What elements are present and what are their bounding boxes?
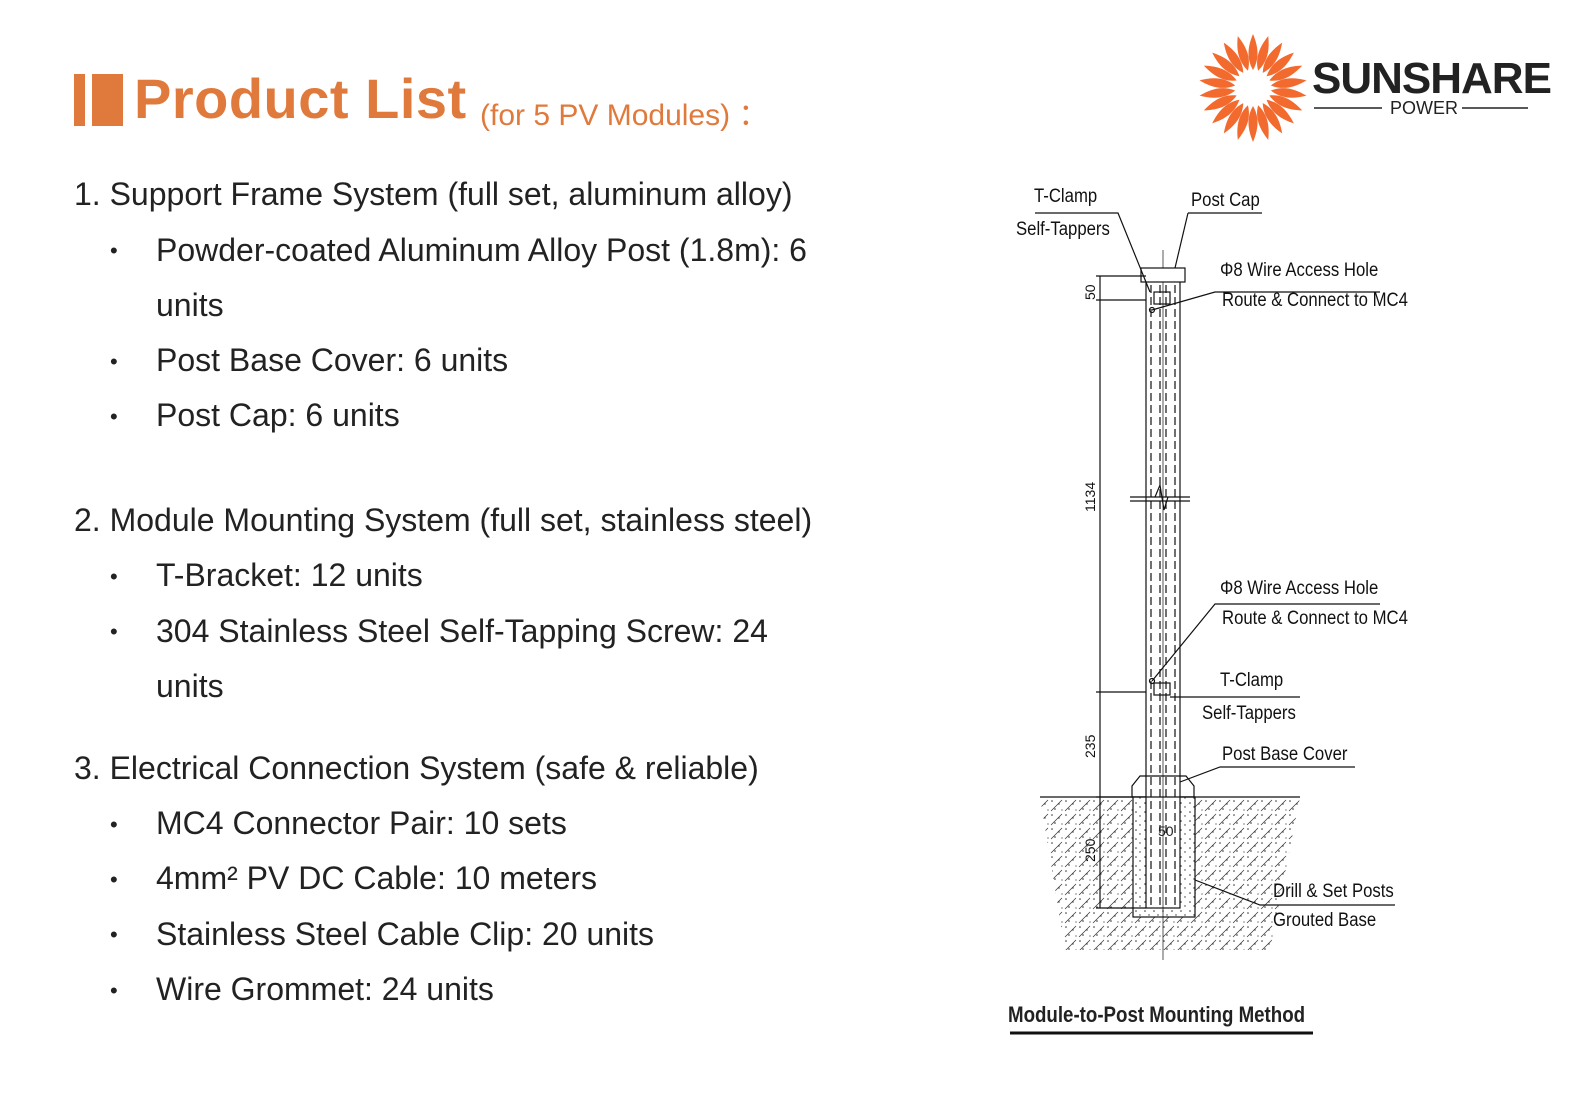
logo-brand: SUNSHARE (1312, 54, 1552, 103)
bullet: • (110, 349, 118, 374)
bullet: • (110, 978, 118, 1003)
sun-petal (1212, 99, 1240, 124)
dimension-235: 235 (1082, 734, 1098, 758)
list-item-continued: units (156, 287, 224, 323)
label-wire-hole-top: Φ8 Wire Access Hole (1220, 260, 1379, 281)
bullet: • (110, 922, 118, 947)
label-route-bottom: Route & Connect to MC4 (1222, 608, 1408, 629)
list-item-continued: units (156, 668, 224, 704)
sun-petal (1223, 42, 1244, 73)
sun-petal (1269, 95, 1303, 111)
list-item: MC4 Connector Pair: 10 sets (156, 805, 567, 841)
list-item: Post Base Cover: 6 units (156, 342, 509, 378)
bullet: • (110, 564, 118, 589)
sun-petal (1257, 36, 1269, 71)
sun-petal (1270, 88, 1307, 98)
bullet: • (110, 619, 118, 644)
page-subtitle: (for 5 PV Modules) ： (480, 99, 769, 132)
label-grouted-base: Grouted Base (1273, 910, 1377, 931)
diagram-caption: Module-to-Post Mounting Method (1008, 1002, 1306, 1027)
label-post-cap: Post Cap (1191, 190, 1260, 211)
sun-petal (1266, 99, 1294, 124)
title-accent-bar (74, 74, 85, 126)
label-t-clamp-top: T-Clamp (1034, 186, 1098, 207)
dimension-250: 250 (1082, 838, 1098, 862)
sun-petal (1223, 103, 1244, 134)
list-item: 4mm² PV DC Cable: 10 meters (156, 860, 598, 896)
sun-petal (1248, 106, 1258, 142)
title-accent-bar (92, 74, 123, 126)
sun-petal (1199, 88, 1236, 98)
sun-petal (1262, 42, 1283, 73)
bullet: • (110, 404, 118, 429)
bullet: • (110, 867, 118, 892)
sun-petal (1237, 36, 1249, 71)
list-item: 304 Stainless Steel Self-Tapping Screw: … (156, 613, 768, 649)
list-item: Powder-coated Aluminum Alloy Post (1.8m)… (156, 232, 807, 268)
dimension-base-50: 50 (1158, 823, 1174, 839)
list-item: Stainless Steel Cable Clip: 20 units (156, 916, 655, 952)
label-wire-hole-bottom: Φ8 Wire Access Hole (1220, 578, 1379, 599)
sun-petal (1269, 65, 1303, 81)
sun-petal (1237, 105, 1249, 140)
sun-petal (1262, 103, 1283, 134)
bullet: • (110, 238, 118, 263)
label-self-tappers-top: Self-Tappers (1016, 219, 1110, 240)
section-heading: 2. Module Mounting System (full set, sta… (74, 502, 813, 538)
label-t-clamp-bottom: T-Clamp (1220, 670, 1284, 691)
dimension-50: 50 (1082, 284, 1098, 300)
sun-petal (1199, 78, 1236, 88)
section-heading: 1. Support Frame System (full set, alumi… (74, 176, 793, 212)
sun-petal (1203, 65, 1237, 81)
bullet: • (110, 812, 118, 837)
page-title: Product List (134, 67, 467, 130)
label-self-tappers-bottom: Self-Tappers (1202, 703, 1296, 724)
label-drill-set-posts: Drill & Set Posts (1273, 881, 1394, 902)
section-heading: 3. Electrical Connection System (safe & … (74, 750, 759, 786)
logo-tagline: POWER (1390, 98, 1459, 118)
label-route-top: Route & Connect to MC4 (1222, 290, 1408, 311)
sun-petal (1248, 34, 1258, 70)
sun-petal (1212, 52, 1240, 77)
sun-petal (1266, 52, 1294, 77)
list-item: Post Cap: 6 units (156, 397, 400, 433)
list-item: Wire Grommet: 24 units (156, 971, 494, 1007)
list-item: T-Bracket: 12 units (156, 557, 423, 593)
label-post-base-cover: Post Base Cover (1222, 744, 1348, 765)
dimension-1134: 1134 (1082, 481, 1098, 512)
sun-petal (1257, 105, 1269, 140)
sun-petal (1203, 95, 1237, 111)
sun-petal (1270, 78, 1307, 88)
